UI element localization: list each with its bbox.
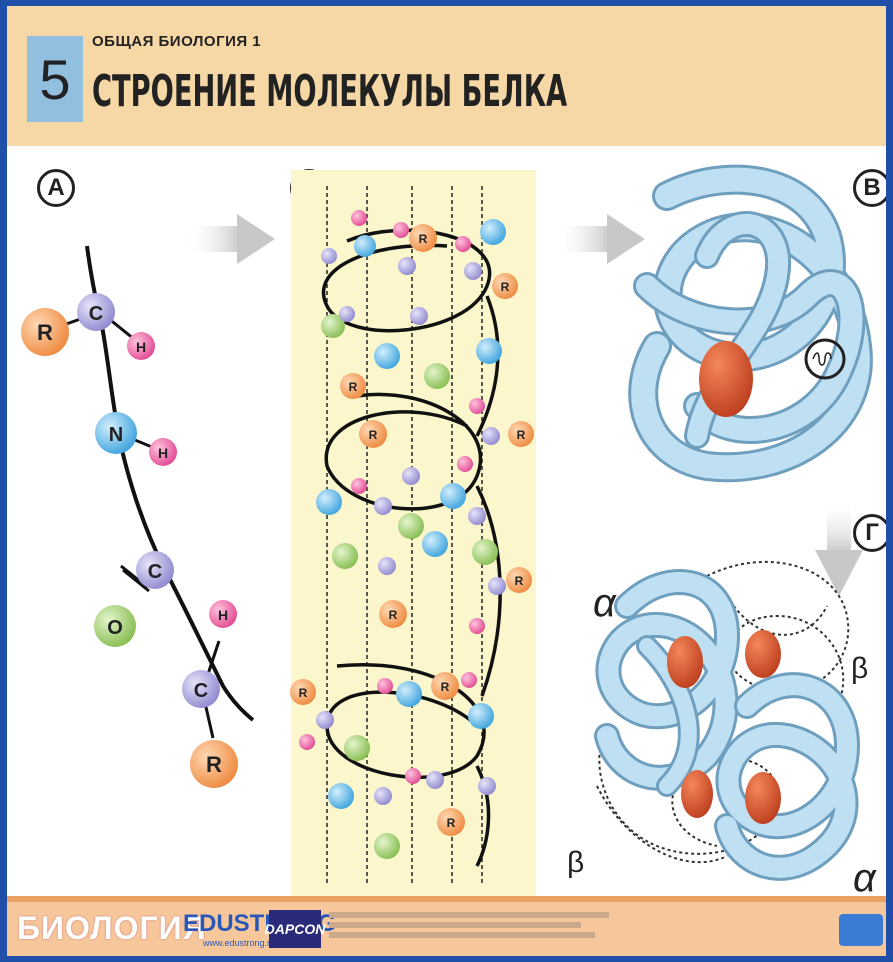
- footer-badge-icon: [839, 914, 883, 946]
- atom-label: R: [447, 816, 456, 830]
- atom-label: R: [441, 680, 450, 694]
- footer-site: www.edustrong.ru: [203, 938, 275, 948]
- atom-label: R: [515, 574, 524, 588]
- beta-label: β: [567, 846, 584, 879]
- footer: БИОЛОГИЯ EDUSTRONG www.edustrong.ru DAPC…: [7, 896, 886, 956]
- footer-publisher-logo: DAPCON: [269, 910, 321, 948]
- atom-label: H: [158, 445, 168, 461]
- footer-brand: БИОЛОГИЯ: [17, 910, 207, 947]
- atom-label: R: [349, 380, 358, 394]
- poster-number: 5: [27, 36, 83, 122]
- atom-label: R: [37, 320, 53, 345]
- atom-label: O: [107, 617, 123, 639]
- atom-label: R: [419, 232, 428, 246]
- atom-label: H: [136, 339, 146, 355]
- arrow-a-to-b: [185, 214, 275, 264]
- atom-label: N: [109, 424, 123, 446]
- atom-label: R: [299, 686, 308, 700]
- atom-label: R: [517, 428, 526, 442]
- alpha-label: α: [593, 581, 617, 625]
- atom-label: R: [369, 428, 378, 442]
- atom-label: R: [389, 608, 398, 622]
- atom-label: C: [148, 561, 162, 583]
- atom-label: C: [89, 303, 103, 325]
- primary-structure: R C H N H C O H C R: [21, 246, 253, 788]
- poster-title: СТРОЕНИЕ МОЛЕКУЛЫ БЕЛКА: [92, 66, 567, 117]
- arrow-b-to-v: [555, 214, 645, 264]
- footer-credits: [329, 912, 609, 938]
- beta-label: β: [851, 652, 868, 685]
- alpha-helix: R R R R R: [290, 170, 536, 896]
- poster: 5 ОБЩАЯ БИОЛОГИЯ 1 СТРОЕНИЕ МОЛЕКУЛЫ БЕЛ…: [7, 6, 886, 956]
- protein-structure-diagram: R C H N H C O H C R: [7, 146, 886, 896]
- arrow-v-to-g: [815, 498, 863, 596]
- atom-label: C: [194, 680, 208, 702]
- atom-label: H: [218, 607, 228, 623]
- tertiary-structure: [643, 180, 858, 468]
- quaternary-structure: α β β α: [567, 562, 877, 896]
- atom-label: R: [501, 280, 510, 294]
- header: 5 ОБЩАЯ БИОЛОГИЯ 1 СТРОЕНИЕ МОЛЕКУЛЫ БЕЛ…: [7, 6, 886, 146]
- alpha-label: α: [853, 856, 877, 896]
- poster-subtitle: ОБЩАЯ БИОЛОГИЯ 1: [92, 33, 261, 50]
- atom-label: R: [206, 752, 222, 777]
